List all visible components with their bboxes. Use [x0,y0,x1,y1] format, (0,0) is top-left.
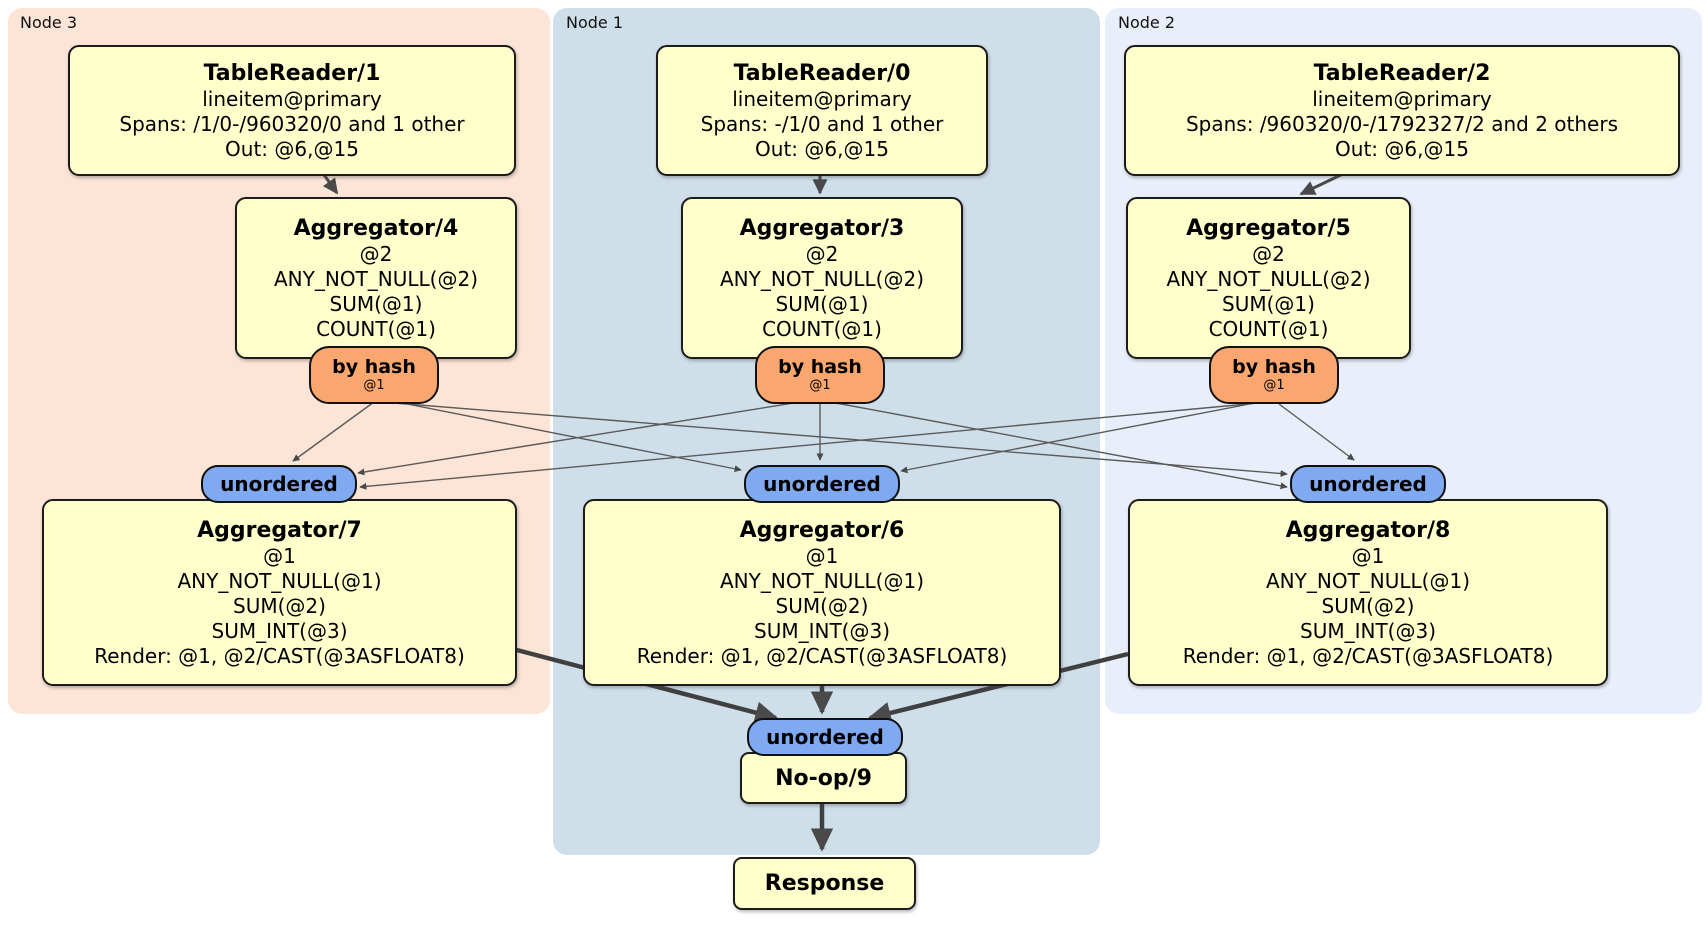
stream-label: unordered [766,725,884,749]
processor-detail-line: SUM(@1) [775,291,869,316]
processor-title: Aggregator/7 [197,517,362,543]
processor-detail-line: COUNT(@1) [316,316,436,341]
node2-label: Node 2 [1118,13,1176,32]
processor-title: Aggregator/6 [739,517,905,543]
processor-detail-line: @1 [263,543,296,568]
processor-detail-line: Spans: /1/0-/960320/0 and 1 other [119,111,465,136]
processor-title: Response [764,871,885,896]
processor-detail-line: lineitem@primary [1312,86,1492,111]
processor-aggregator-7: Aggregator/7 @1 ANY_NOT_NULL(@1) SUM(@2)… [42,499,517,686]
processor-detail-line: SUM(@2) [1321,593,1415,618]
node1-label: Node 1 [566,13,624,32]
processor-title: Aggregator/4 [293,215,459,241]
processor-detail-line: Out: @6,@15 [225,136,359,161]
stream-unordered-node1: unordered [744,465,900,503]
stream-label: unordered [220,472,338,496]
router-label: by hash [778,356,862,378]
processor-aggregator-4: Aggregator/4 @2 ANY_NOT_NULL(@2) SUM(@1)… [235,197,517,359]
processor-aggregator-6: Aggregator/6 @1 ANY_NOT_NULL(@1) SUM(@2)… [583,499,1061,686]
processor-detail-line: SUM(@2) [775,593,869,618]
processor-detail-line: lineitem@primary [732,86,912,111]
processor-detail-line: SUM_INT(@3) [1300,618,1436,643]
processor-detail-line: Render: @1, @2/CAST(@3ASFLOAT8) [636,643,1008,668]
processor-detail-line: SUM(@2) [233,593,326,618]
router-label: by hash [1232,356,1316,378]
processor-aggregator-3: Aggregator/3 @2 ANY_NOT_NULL(@2) SUM(@1)… [681,197,963,359]
stream-label: unordered [763,472,881,496]
router-columns: @1 [809,378,831,393]
processor-detail-line: ANY_NOT_NULL(@2) [274,266,478,291]
processor-title: Aggregator/5 [1186,215,1351,241]
processor-detail-line: @2 [359,241,393,266]
processor-title: TableReader/2 [1313,60,1491,86]
processor-detail-line: SUM_INT(@3) [211,618,348,643]
processor-detail-line: ANY_NOT_NULL(@2) [1166,266,1371,291]
stream-unordered-final: unordered [747,718,903,756]
processor-title: Aggregator/3 [739,215,905,241]
processor-detail-line: ANY_NOT_NULL(@1) [1266,568,1470,593]
processor-detail-line: @1 [1351,543,1385,568]
processor-detail-line: Spans: /960320/0-/1792327/2 and 2 others [1185,111,1618,136]
processor-detail-line: Render: @1, @2/CAST(@3ASFLOAT8) [94,643,465,668]
processor-tablereader-1: TableReader/1 lineitem@primary Spans: /1… [68,45,516,176]
processor-detail-line: SUM_INT(@3) [754,618,890,643]
processor-title: TableReader/0 [733,60,911,86]
processor-tablereader-0: TableReader/0 lineitem@primary Spans: -/… [656,45,988,176]
processor-aggregator-8: Aggregator/8 @1 ANY_NOT_NULL(@1) SUM(@2)… [1128,499,1608,686]
processor-detail-line: ANY_NOT_NULL(@1) [720,568,924,593]
router-label: by hash [332,356,416,378]
router-columns: @1 [363,378,385,393]
processor-detail-line: Out: @6,@15 [1335,136,1469,161]
processor-detail-line: ANY_NOT_NULL(@1) [177,568,382,593]
processor-noop-9: No-op/9 [740,752,907,804]
stream-label: unordered [1309,472,1427,496]
stream-unordered-node2: unordered [1290,465,1446,503]
router-by-hash-3: by hash @1 [755,346,885,404]
processor-tablereader-2: TableReader/2 lineitem@primary Spans: /9… [1124,45,1680,176]
router-columns: @1 [1263,378,1285,393]
processor-detail-line: Spans: -/1/0 and 1 other [700,111,944,136]
processor-detail-line: COUNT(@1) [1208,316,1329,341]
processor-title: Aggregator/8 [1285,517,1451,543]
processor-detail-line: @2 [805,241,839,266]
processor-detail-line: COUNT(@1) [762,316,882,341]
processor-detail-line: lineitem@primary [202,86,382,111]
processor-detail-line: Render: @1, @2/CAST(@3ASFLOAT8) [1182,643,1554,668]
processor-detail-line: Out: @6,@15 [755,136,889,161]
node3-label: Node 3 [20,13,78,32]
processor-detail-line: SUM(@1) [329,291,423,316]
processor-title: No-op/9 [775,765,872,791]
router-by-hash-4: by hash @1 [309,346,439,404]
stream-unordered-node3: unordered [201,465,357,503]
processor-detail-line: SUM(@1) [1222,291,1315,316]
processor-detail-line: @1 [805,543,839,568]
processor-title: TableReader/1 [203,60,381,86]
processor-detail-line: ANY_NOT_NULL(@2) [720,266,924,291]
router-by-hash-5: by hash @1 [1209,346,1339,404]
processor-aggregator-5: Aggregator/5 @2 ANY_NOT_NULL(@2) SUM(@1)… [1126,197,1411,359]
processor-detail-line: @2 [1252,241,1285,266]
processor-response: Response [733,857,916,910]
